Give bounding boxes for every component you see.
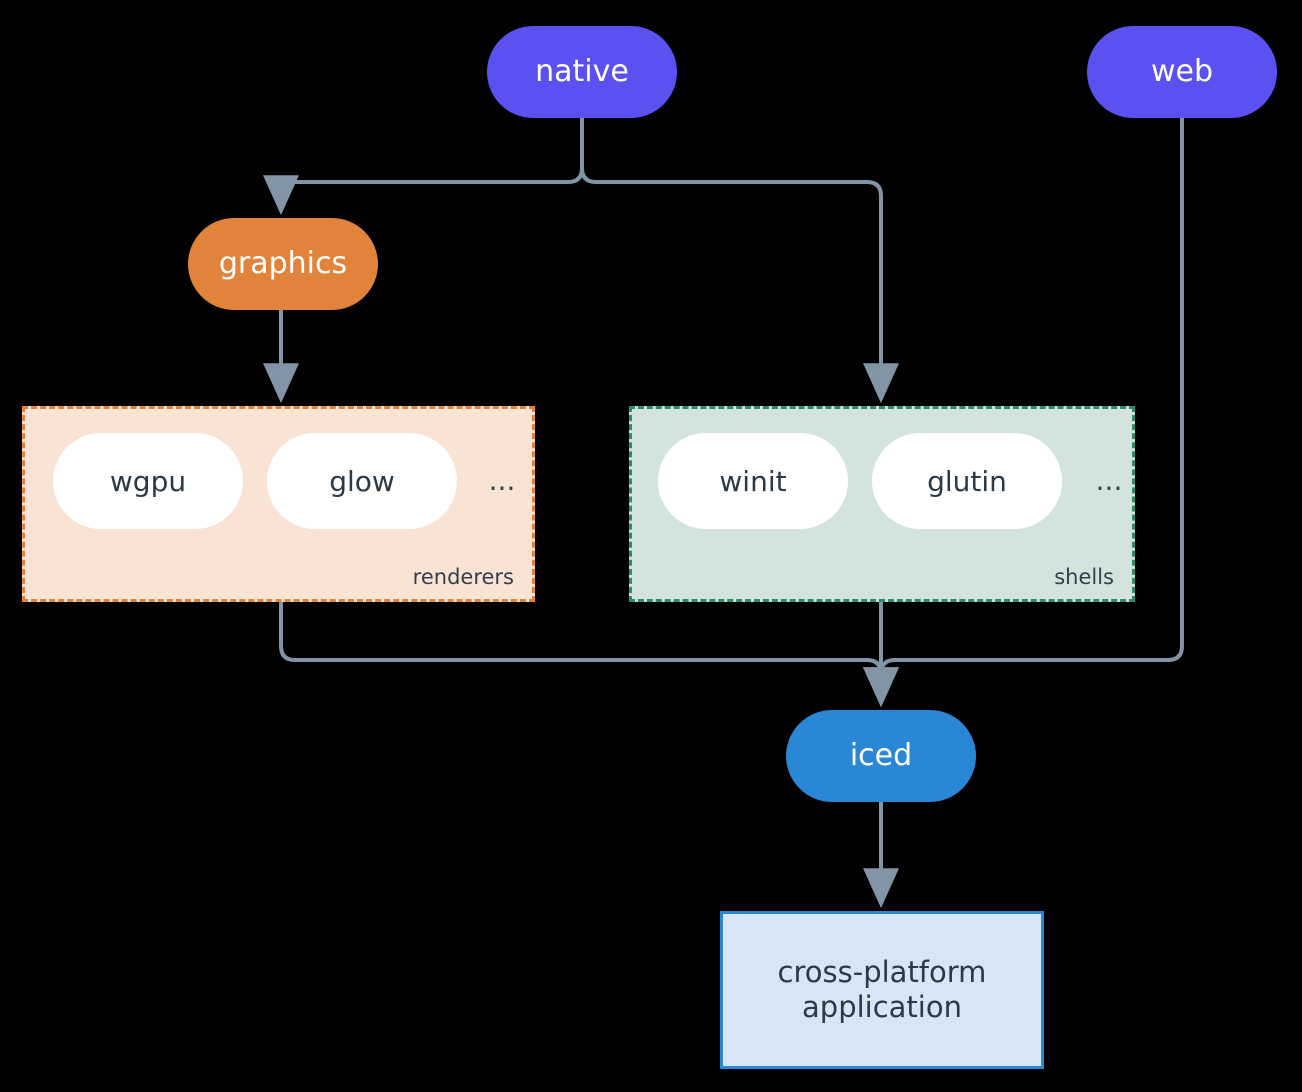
cluster-shells: winit glutin ... shells	[629, 406, 1135, 602]
node-application-label-line2: application	[802, 990, 962, 1024]
node-glow-label: glow	[329, 464, 395, 498]
edge-renderers-to-iced	[279, 600, 899, 708]
node-native-label: native	[535, 53, 629, 89]
node-winit-label: winit	[719, 464, 787, 498]
node-graphics-label: graphics	[218, 245, 348, 281]
cluster-shells-label: shells	[1054, 565, 1114, 589]
node-glutin[interactable]: glutin	[872, 433, 1062, 529]
node-glow[interactable]: glow	[267, 433, 457, 529]
cluster-renderers: wgpu glow ... renderers	[22, 406, 535, 602]
edge-native-to-graphics	[263, 116, 584, 216]
node-wgpu-label: wgpu	[109, 464, 187, 498]
node-iced-label: iced	[849, 737, 913, 773]
node-wgpu[interactable]: wgpu	[53, 433, 243, 529]
cluster-shells-body: winit glutin ... shells	[632, 409, 1132, 599]
renderers-more-ellipsis: ...	[488, 464, 516, 497]
node-native[interactable]: native	[487, 26, 677, 118]
node-iced[interactable]: iced	[786, 710, 976, 802]
shells-more-ellipsis: ...	[1095, 464, 1123, 497]
node-graphics[interactable]: graphics	[188, 218, 378, 310]
node-web-label: web	[1150, 53, 1214, 89]
node-cross-platform-application[interactable]: cross-platform application	[720, 911, 1044, 1069]
node-web[interactable]: web	[1087, 26, 1277, 118]
node-application-label-line1: cross-platform	[777, 954, 987, 989]
node-winit[interactable]: winit	[658, 433, 848, 529]
cluster-renderers-body: wgpu glow ... renderers	[25, 409, 532, 599]
cluster-renderers-label: renderers	[412, 565, 514, 589]
node-glutin-label: glutin	[927, 464, 1007, 498]
edge-native-to-shells	[580, 116, 899, 404]
